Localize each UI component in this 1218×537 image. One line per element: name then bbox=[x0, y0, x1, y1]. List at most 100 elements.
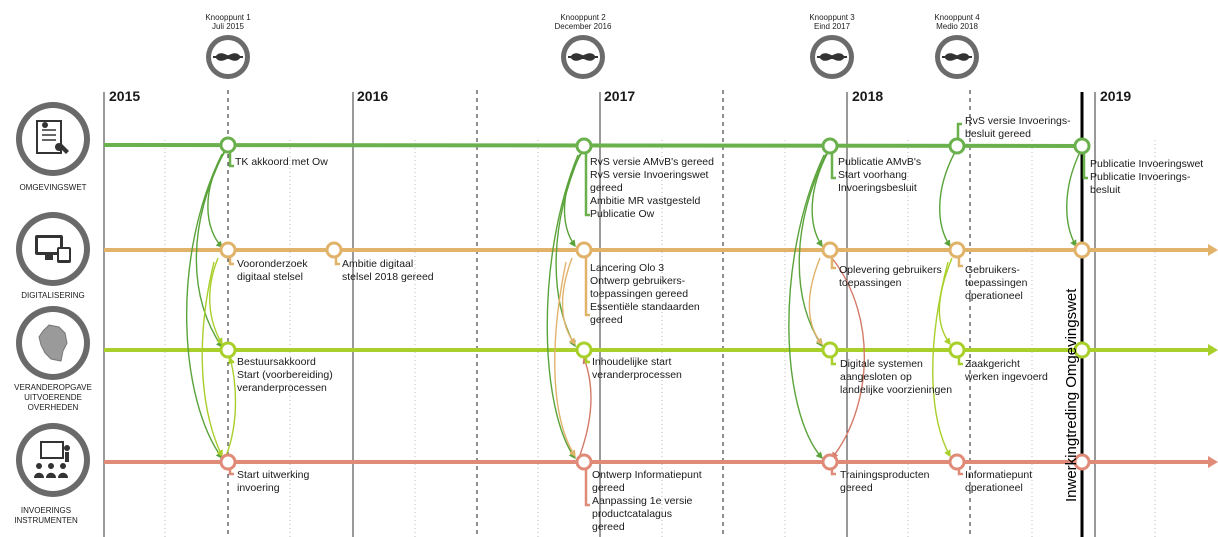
node-dig-k1 bbox=[219, 241, 237, 259]
annotation-line: werken ingevoerd bbox=[965, 371, 1048, 383]
annotation-line: Digitale systemen bbox=[840, 358, 923, 370]
lane-line-omgevingswet bbox=[103, 143, 1083, 148]
node-ver-k1 bbox=[219, 341, 237, 359]
node-omg-k3 bbox=[821, 137, 839, 155]
annotation-line: Publicatie Ow bbox=[590, 208, 655, 220]
annotation-line: gereed bbox=[590, 314, 623, 326]
annotation-line: Vooronderzoek bbox=[237, 258, 308, 270]
annotation-line: RvS versie Invoerings- bbox=[965, 115, 1071, 127]
annotation-line: gereed bbox=[840, 482, 873, 494]
annotation-line: gereed bbox=[592, 482, 625, 494]
node-dig-k5 bbox=[1073, 241, 1091, 259]
annotation-line: Zaakgericht bbox=[965, 358, 1020, 370]
node-inv-k4 bbox=[948, 453, 966, 471]
annotation-line: veranderprocessen bbox=[237, 382, 327, 394]
netherlands-map-icon bbox=[16, 306, 90, 380]
annotation-line: Invoeringsbesluit bbox=[838, 182, 917, 194]
annotation-line: Oplevering gebruikers bbox=[839, 264, 942, 276]
node-ver-k5 bbox=[1073, 341, 1091, 359]
annotation-line: Informatiepunt bbox=[965, 469, 1033, 481]
devices-icon bbox=[16, 212, 90, 286]
year-2018: 2018 bbox=[852, 88, 884, 104]
node-omg-k1 bbox=[219, 136, 237, 154]
annotation-line: landelijke voorzieningen bbox=[840, 384, 953, 396]
annotation-line: Inhoudelijke start bbox=[592, 356, 672, 368]
node-ver-k2 bbox=[575, 341, 593, 359]
annotation-line: operationeel bbox=[965, 290, 1023, 302]
year-2016: 2016 bbox=[357, 88, 389, 104]
annotation-line: stelsel 2018 gereed bbox=[342, 271, 434, 283]
node-omg-k5 bbox=[1073, 137, 1091, 155]
lane-label-digitalisering: DIGITALISERING bbox=[21, 291, 85, 300]
annotation-line: gereed bbox=[592, 521, 625, 533]
annotation-line: Publicatie Invoeringswet bbox=[1090, 158, 1204, 170]
lane-label-omgevingswet: OMGEVINGSWET bbox=[19, 183, 87, 192]
inwerkingtreding-label: Inwerkingtreding Omgevingswet bbox=[1063, 288, 1080, 502]
annotation-line: aangesloten op bbox=[840, 371, 912, 383]
knot-icon-k4 bbox=[935, 35, 979, 79]
annotation-line: gereed bbox=[590, 182, 623, 194]
annotation-line: Ontwerp gebruikers- bbox=[590, 275, 686, 287]
annotation-line: TK akkoord met Ow bbox=[235, 156, 328, 168]
annotation-line: Gebruikers- bbox=[965, 264, 1020, 276]
lane-label-veranderopgave: VERANDEROPGAVE UITVOERENDE OVERHEDEN bbox=[14, 383, 92, 412]
annotation-line: Publicatie AMvB's bbox=[838, 156, 922, 168]
document-stamp-icon bbox=[16, 102, 90, 176]
annotation-line: Start voorhang bbox=[838, 169, 907, 181]
year-2017: 2017 bbox=[604, 88, 636, 104]
annotation-line: Ontwerp Informatiepunt bbox=[592, 469, 702, 481]
annotation: RvS versie Invoerings-besluit gereed bbox=[965, 115, 1071, 141]
year-2015: 2015 bbox=[109, 88, 141, 104]
annotation-line: Ambitie digitaal bbox=[342, 258, 414, 270]
lane-label-invoering: INVOERINGS INSTRUMENTEN bbox=[14, 506, 78, 525]
annotation-line: RvS versie AMvB's gereed bbox=[590, 156, 714, 168]
annotation-line: Bestuursakkoord bbox=[237, 356, 316, 368]
node-dig-k2 bbox=[575, 241, 593, 259]
node-inv-k1 bbox=[219, 453, 237, 471]
annotation-line: RvS versie Invoeringswet bbox=[590, 169, 709, 181]
node-dig-k1b bbox=[325, 241, 343, 259]
annotation-line: invoering bbox=[237, 482, 280, 494]
annotation-line: digitaal stelsel bbox=[237, 271, 303, 283]
node-dig-k4 bbox=[948, 241, 966, 259]
annotation-line: productcatalagus bbox=[592, 508, 672, 520]
annotation-line: Publicatie Invoerings- bbox=[1090, 171, 1191, 183]
annotation-line: operationeel bbox=[965, 482, 1023, 494]
annotation: TK akkoord met Ow bbox=[235, 156, 328, 169]
knot-icon-k1 bbox=[206, 35, 250, 79]
node-inv-k5 bbox=[1073, 453, 1091, 471]
node-dig-k3 bbox=[821, 241, 839, 259]
annotation-line: Trainingsproducten bbox=[840, 469, 930, 481]
knot-icon-k3 bbox=[810, 35, 854, 79]
annotation-line: besluit gereed bbox=[965, 128, 1031, 140]
annotation-line: Start (voorbereiding) bbox=[237, 369, 333, 381]
presentation-icon bbox=[16, 423, 90, 497]
node-ver-k3 bbox=[821, 341, 839, 359]
annotation-line: toepassingen bbox=[965, 277, 1028, 289]
node-omg-k2 bbox=[575, 137, 593, 155]
node-omg-k4 bbox=[948, 137, 966, 155]
annotation-line: toepassingen bbox=[839, 277, 902, 289]
knot-icon-k2 bbox=[561, 35, 605, 79]
annotation-line: Lancering Olo 3 bbox=[590, 262, 665, 274]
annotation-line: Essentiële standaarden bbox=[590, 301, 700, 313]
